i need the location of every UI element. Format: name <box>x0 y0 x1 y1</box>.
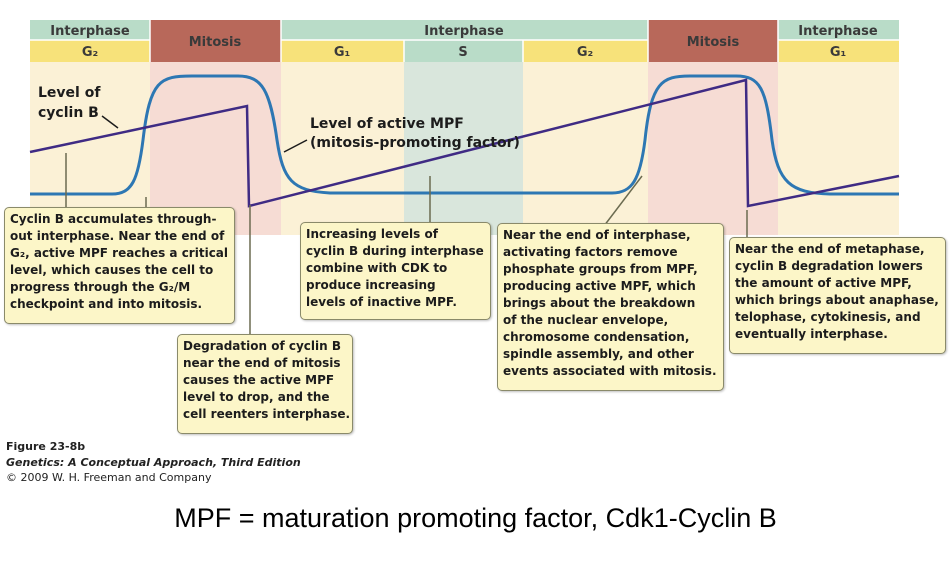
active-mpf-curve <box>30 74 899 196</box>
callout4-line7: chromosome condensation, <box>503 330 690 344</box>
label-g2-1: G₂ <box>82 45 98 60</box>
callout2-line2: near the end of mitosis <box>183 356 341 370</box>
header-mitosis-2 <box>648 20 778 62</box>
subheader-g2-2 <box>523 40 648 62</box>
mpf-label-pointer <box>283 139 308 153</box>
callout4-line9: events associated with mitosis. <box>503 364 717 378</box>
column-mitosis2-bg <box>648 62 778 235</box>
subheader-g2-1 <box>30 40 150 62</box>
header-mitosis-1 <box>150 20 281 62</box>
callout2-line1: Degradation of cyclin B <box>183 339 341 353</box>
figure-number: Figure 23-8b <box>6 440 86 453</box>
subheader-g1-1 <box>281 40 404 62</box>
callout1-line2: out interphase. Near the end of <box>10 229 225 243</box>
callout5-line1: Near the end of metaphase, <box>735 242 925 256</box>
callout1-line5: progress through the G₂/M <box>10 280 191 294</box>
callout-metaphase-end: Near the end of metaphase, cyclin B degr… <box>729 237 946 354</box>
callout3-line3: combine with CDK to <box>306 261 448 275</box>
callout-cyclin-accumulation: Cyclin B accumulates through- out interp… <box>4 207 235 324</box>
column-s-bg <box>404 62 523 235</box>
callout1-line1: Cyclin B accumulates through- <box>10 212 217 226</box>
callout4-line1: Near the end of interphase, <box>503 228 691 242</box>
callout3-line4: produce increasing <box>306 278 436 292</box>
callout5-line2: cyclin B degradation lowers <box>735 259 923 273</box>
callout3-line5: levels of inactive MPF. <box>306 295 457 309</box>
callout2-line3: causes the active MPF <box>183 373 335 387</box>
header-dividers <box>30 20 899 62</box>
callout-active-mpf: Near the end of interphase, activating f… <box>497 223 724 391</box>
label-interphase-2: Interphase <box>424 24 504 39</box>
callout2-line4: level to drop, and the <box>183 390 330 404</box>
callout1-line6: checkpoint and into mitosis. <box>10 297 203 311</box>
callout1-line3: G₂, active MPF reaches a critical <box>10 246 229 260</box>
column-mitosis-bg <box>150 62 281 235</box>
callout4-line4: producing active MPF, which <box>503 279 696 293</box>
column-g2b-bg <box>523 62 648 235</box>
callout5-line4: which brings about anaphase, <box>735 293 939 307</box>
callout-pointers <box>65 153 748 336</box>
header-interphase-1 <box>30 20 150 40</box>
cyclin-b-line <box>29 78 900 208</box>
callout2-line5: cell reenters interphase. <box>183 407 351 421</box>
cyclin-b-label-line2: cyclin B <box>38 105 99 121</box>
label-interphase-3: Interphase <box>798 24 878 39</box>
callout3-line1: Increasing levels of <box>306 227 438 241</box>
callout4-line6: of the nuclear envelope, <box>503 313 669 327</box>
mpf-label-line1: Level of active MPF <box>310 116 464 132</box>
header-interphase-3 <box>778 20 899 40</box>
callout-inactive-mpf: Increasing levels of cyclin B during int… <box>300 222 491 320</box>
callout3-line2: cyclin B during interphase <box>306 244 484 258</box>
subheader-s <box>404 40 523 62</box>
label-g2-2: G₂ <box>577 45 593 60</box>
subheader-g1-2 <box>778 40 899 62</box>
callout5-line5: telophase, cytokinesis, and <box>735 310 921 324</box>
label-g1-1: G₁ <box>334 45 350 60</box>
mpf-label-line2: (mitosis-promoting factor) <box>310 135 520 151</box>
callout4-line2: activating factors remove <box>503 245 678 259</box>
callout5-line6: eventually interphase. <box>735 327 888 341</box>
label-interphase-1: Interphase <box>50 24 130 39</box>
callout-cyclin-degradation: Degradation of cyclin B near the end of … <box>177 334 353 434</box>
callout4-line3: phosphate groups from MPF, <box>503 262 698 276</box>
label-s: S <box>458 45 467 60</box>
column-g1-bg <box>281 62 404 235</box>
cyclin-b-label-line1: Level of <box>38 85 101 101</box>
column-g1b-bg <box>778 62 899 235</box>
callout5-line3: the amount of active MPF, <box>735 276 912 290</box>
label-g1-2: G₁ <box>830 45 846 60</box>
callout1-line4: level, which causes the cell to <box>10 263 214 277</box>
label-mitosis-2: Mitosis <box>687 35 740 50</box>
mpf-definition: MPF = maturation promoting factor, Cdk1-… <box>174 503 777 533</box>
copyright: © 2009 W. H. Freeman and Company <box>6 471 212 484</box>
book-title: Genetics: A Conceptual Approach, Third E… <box>6 456 301 469</box>
cyclin-b-label-pointer <box>101 115 119 129</box>
label-mitosis-1: Mitosis <box>189 35 242 50</box>
header-interphase-2 <box>281 20 648 40</box>
callout4-line5: brings about the breakdown <box>503 296 696 310</box>
callout4-line8: spindle assembly, and other <box>503 347 694 361</box>
